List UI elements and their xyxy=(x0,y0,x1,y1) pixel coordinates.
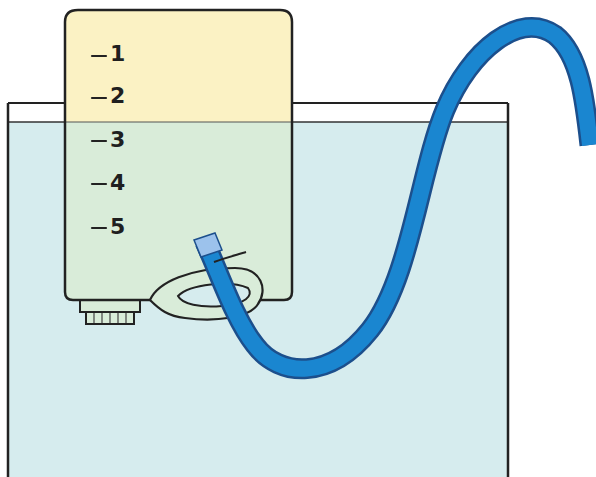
graduation-number: 1 xyxy=(110,41,125,67)
jug-outline xyxy=(65,10,292,300)
hose-end xyxy=(194,233,222,257)
tank-wall xyxy=(507,103,510,477)
hose xyxy=(205,27,590,368)
thread xyxy=(94,313,126,323)
graduation-ticks xyxy=(92,56,106,228)
jug-fill xyxy=(60,0,300,312)
handle-edge xyxy=(214,252,246,262)
graduation-number: 5 xyxy=(110,214,125,240)
tank-wall xyxy=(7,103,10,477)
hose-outline xyxy=(205,27,590,368)
graduation-number: 4 xyxy=(110,170,125,196)
jug-cap xyxy=(86,312,134,324)
graduation-number: 3 xyxy=(110,127,125,153)
graduation-number: 2 xyxy=(110,83,125,109)
